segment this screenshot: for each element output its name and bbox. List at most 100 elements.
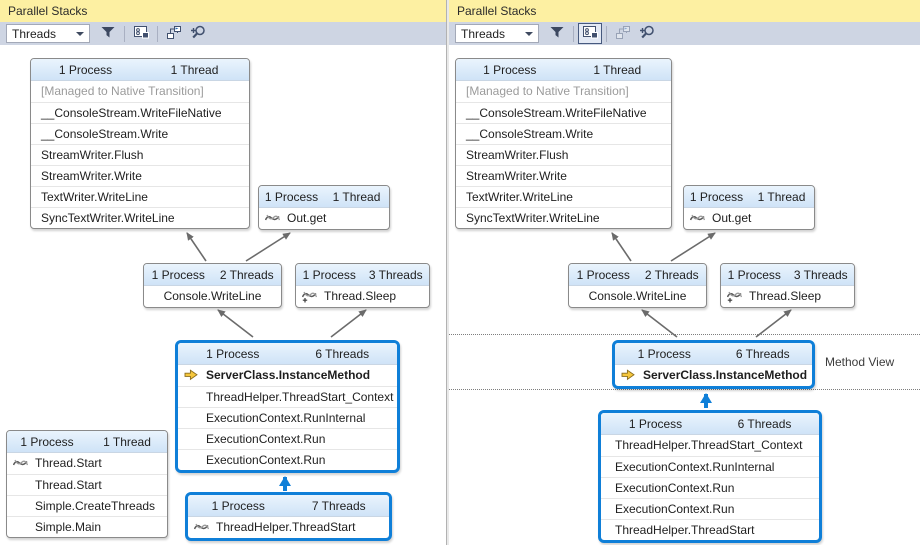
stack-frame-row[interactable]: ExecutionContext.Run [178,449,397,470]
box-header: 1 Process 3 Threads [296,264,429,286]
panel-splitter[interactable] [446,0,449,545]
method-view-dotted-divider [449,389,920,390]
stack-frame-row[interactable]: Thread.Sleep [296,286,429,307]
stack-frame-row[interactable]: [Managed to Native Transition] [41,84,204,98]
stack-box-console-writeline[interactable]: 1 Process 2 Threads Console.WriteLine [143,263,282,308]
filter-button[interactable] [96,23,120,44]
stack-frame-row[interactable]: Thread.Start [7,474,167,495]
thread-count: 1 Thread [757,189,806,204]
zoom-control-button[interactable] [635,23,659,44]
panel-title: Parallel Stacks [457,4,537,18]
box-header: 1 Process 2 Threads [144,264,281,286]
stack-box-writeline-chain[interactable]: 1 Process 1 Thread [Managed to Native Tr… [455,58,672,229]
method-name: Out.get [712,211,752,225]
stack-frame-row[interactable]: Out.get [684,208,814,229]
stack-frame-row[interactable]: [Managed to Native Transition] [466,84,629,98]
method-name: ThreadHelper.ThreadStart [216,520,356,534]
current-frame-arrow-icon [621,369,635,381]
stack-frame-row[interactable]: ExecutionContext.Run [601,477,819,498]
process-count: 1 Process [483,62,537,77]
stack-box-writeline-chain[interactable]: 1 Process 1 Thread [Managed to Native Tr… [30,58,250,229]
parallel-stacks-panel-threads-view: Parallel Stacks Threads [0,0,446,545]
stack-box-callers-highlighted[interactable]: 1 Process 6 Threads ThreadHelper.ThreadS… [598,410,822,543]
box-header: 1 Process 1 Thread [456,59,671,81]
stack-frame-row[interactable]: ThreadHelper.ThreadStart [601,519,819,540]
stack-box-threadstart-highlighted[interactable]: 1 Process 7 Threads ThreadHelper.ThreadS… [185,492,392,541]
stack-frame-row[interactable]: Thread.Start [7,453,167,474]
filter-funnel-icon [550,26,564,42]
stack-frame-row[interactable]: StreamWriter.Flush [31,144,249,165]
filter-funnel-icon [101,26,115,42]
stack-frame-row[interactable]: Console.WriteLine [163,289,262,303]
stack-frame-row[interactable]: __ConsoleStream.Write [31,123,249,144]
stack-frame-row[interactable]: StreamWriter.Write [456,165,671,186]
stack-frame-row[interactable]: Simple.CreateThreads [7,495,167,516]
box-header: 1 Process 1 Thread [7,431,167,453]
current-stack-frame-row[interactable]: ServerClass.InstanceMethod [615,365,812,386]
stack-frame-row[interactable]: __ConsoleStream.Write [456,123,671,144]
stack-frame-row[interactable]: ThreadHelper.ThreadStart [188,517,389,538]
stack-frame-row[interactable]: StreamWriter.Write [31,165,249,186]
stack-box-thread-sleep[interactable]: 1 Process 3 Threads Thread.Sleep [720,263,855,308]
tool-window-titlebar: Parallel Stacks [449,0,920,22]
stack-frame-row[interactable]: StreamWriter.Flush [456,144,671,165]
filter-button[interactable] [545,23,569,44]
thread-count: 6 Threads [315,346,370,361]
stack-box-serverclass-highlighted[interactable]: 1 Process 6 Threads ServerClass.Instance… [175,340,400,473]
thread-count: 2 Threads [644,267,699,282]
method-view-toggle-button-active[interactable] [578,23,602,44]
stack-frame-row[interactable]: SyncTextWriter.WriteLine [456,207,671,228]
toolbar-separator [606,25,607,42]
show-flagged-only-button[interactable] [162,23,186,44]
box-header: 1 Process 1 Thread [684,186,814,208]
process-count: 1 Process [637,346,691,361]
magnifier-plus-icon [639,25,656,43]
stack-frame-row[interactable]: Thread.Sleep [721,286,854,307]
stack-frame-row[interactable]: TextWriter.WriteLine [31,186,249,207]
stack-frame-row[interactable]: ThreadHelper.ThreadStart_Context [615,438,803,452]
box-header: 1 Process 2 Threads [569,264,706,286]
view-selector-dropdown[interactable]: Threads [455,24,539,43]
stack-box-method-view-serverclass[interactable]: 1 Process 6 Threads ServerClass.Instance… [612,340,815,389]
process-count: 1 Process [151,267,205,282]
thread-count: 7 Threads [311,498,366,513]
current-stack-frame-row[interactable]: ServerClass.InstanceMethod [178,365,397,386]
stack-frame-row[interactable]: ExecutionContext.Run [601,498,819,519]
thread-count: 2 Threads [219,267,274,282]
stack-frame-row[interactable]: ExecutionContext.Run [178,428,397,449]
stack-frame-row[interactable]: Out.get [259,208,389,229]
process-count: 1 Process [211,498,265,513]
method-view-annotation: Method View [825,355,895,369]
zoom-control-button[interactable] [186,23,210,44]
thread-count: 6 Threads [735,346,790,361]
stack-frame-row[interactable]: ExecutionContext.RunInternal [601,456,819,477]
stack-box-console-writeline[interactable]: 1 Process 2 Threads Console.WriteLine [568,263,707,308]
stack-frame-row[interactable]: __ConsoleStream.WriteFileNative [456,102,671,123]
view-selector-dropdown[interactable]: Threads [6,24,90,43]
stack-frame-row[interactable]: ExecutionContext.RunInternal [178,407,397,428]
method-name: Thread.Start [35,456,102,470]
stack-frame-row[interactable]: __ConsoleStream.WriteFileNative [31,102,249,123]
stack-frame-row[interactable]: Simple.Main [7,516,167,537]
process-count: 1 Process [302,267,356,282]
method-name: Thread.Sleep [324,289,397,303]
box-header: 1 Process 1 Thread [31,59,249,81]
process-count: 1 Process [206,346,260,361]
process-count: 1 Process [628,416,683,431]
stack-frame-row[interactable]: ThreadHelper.ThreadStart_Context [178,386,397,407]
stack-frame-row[interactable]: Console.WriteLine [588,289,687,303]
toolbar-separator [157,25,158,42]
stack-box-thread-sleep[interactable]: 1 Process 3 Threads Thread.Sleep [295,263,430,308]
stack-box-outget[interactable]: 1 Process 1 Thread Out.get [683,185,815,230]
stacks-diagram-canvas: 1 Process 1 Thread [Managed to Native Tr… [449,45,920,545]
stack-box-outget[interactable]: 1 Process 1 Thread Out.get [258,185,390,230]
box-header: 1 Process 6 Threads [178,343,397,365]
toolbar-separator [124,25,125,42]
stack-frame-row[interactable]: TextWriter.WriteLine [456,186,671,207]
stack-box-main-thread[interactable]: 1 Process 1 Thread Thread.Start Thread.S… [6,430,168,538]
thread-count: 1 Thread [593,62,642,77]
thread-count: 1 Thread [332,189,381,204]
method-view-toggle-button[interactable] [129,23,153,44]
stack-frame-row[interactable]: SyncTextWriter.WriteLine [31,207,249,228]
box-header: 1 Process 6 Threads [615,343,812,365]
